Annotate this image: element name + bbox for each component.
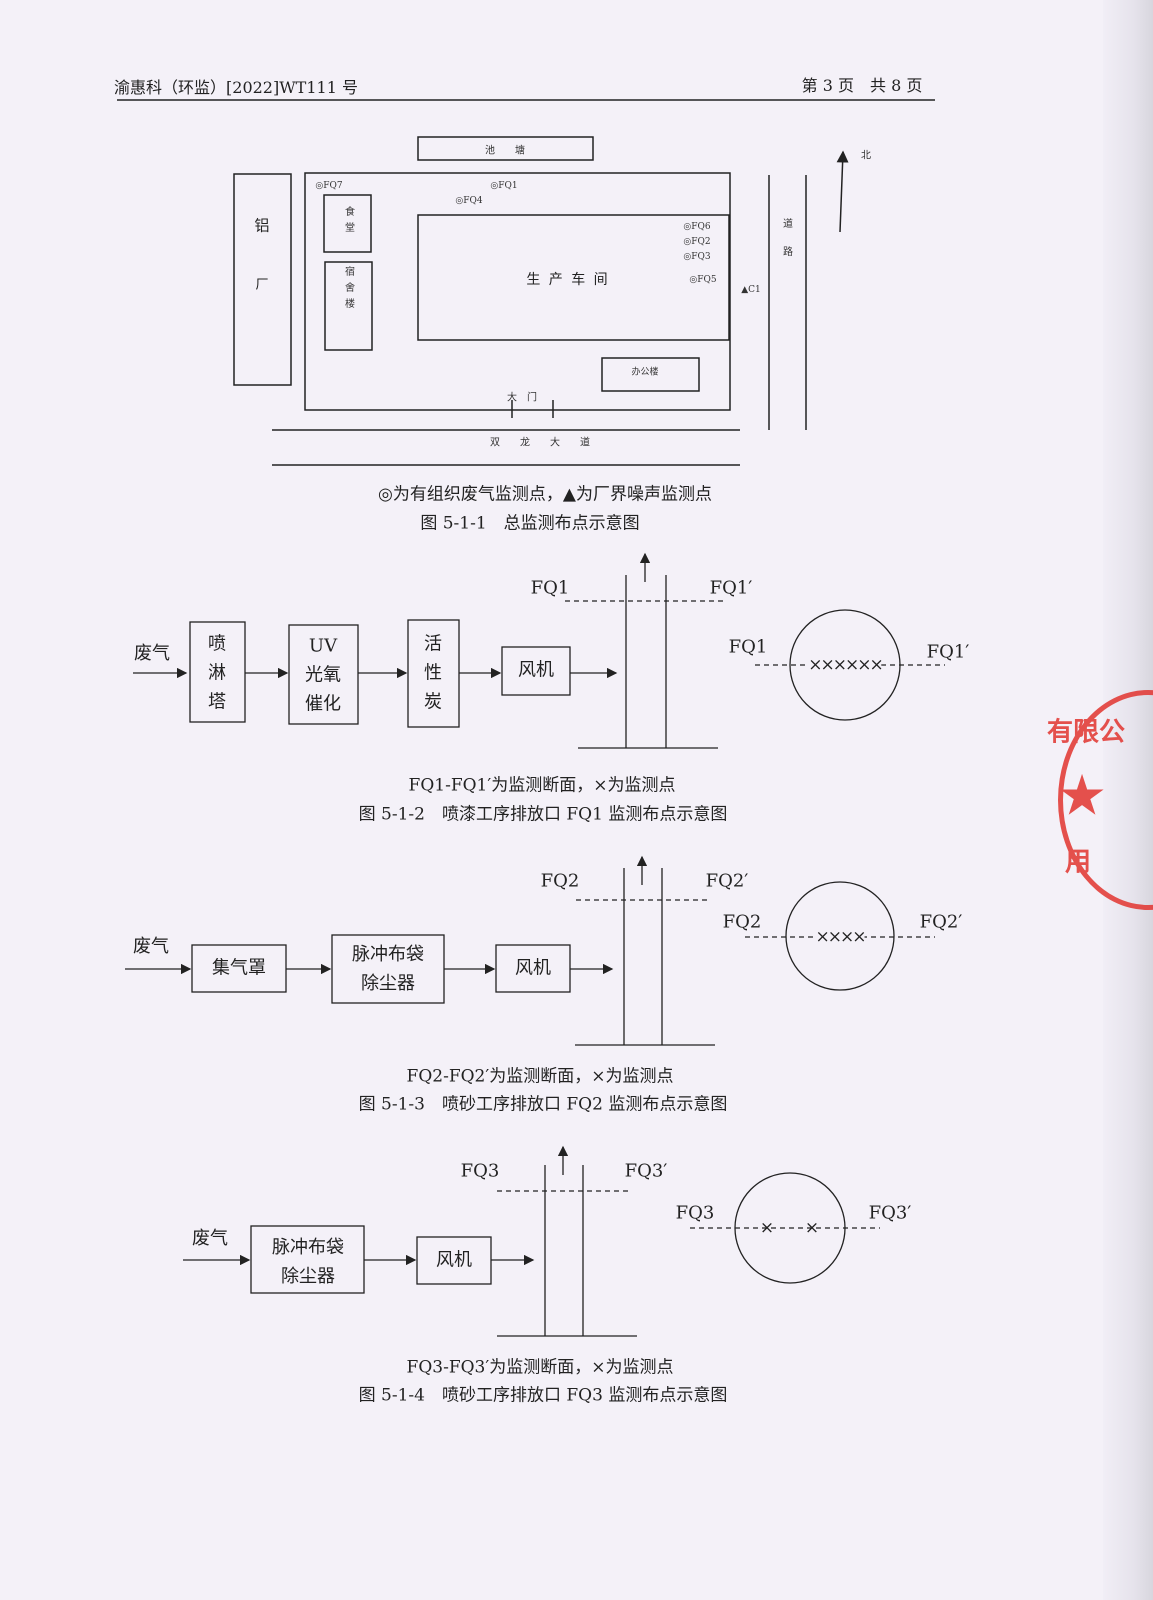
point-fq7: ◎FQ7	[315, 181, 343, 191]
fig2-note: FQ1-FQ1′为监测断面，×为监测点	[408, 775, 676, 796]
fig3-note: FQ2-FQ2′为监测断面，×为监测点	[406, 1066, 674, 1087]
aluminum-plant-label: 铝	[254, 216, 270, 235]
fig4-input-label: 废气	[192, 1228, 228, 1249]
fig2-sampling-points: ××××××	[808, 655, 884, 675]
dormitory-label: 宿舍楼	[342, 266, 354, 314]
fig3-sampling-points: ××××	[815, 927, 866, 947]
fig3-lines	[125, 855, 935, 1046]
fig4-note: FQ3-FQ3′为监测断面，×为监测点	[406, 1357, 674, 1378]
fig2-section-right: FQ1′	[709, 577, 753, 599]
seal-text-top: 有限公	[1046, 717, 1126, 748]
plant-label: 厂	[255, 277, 269, 293]
point-fq6: ◎FQ6	[683, 222, 711, 232]
gate-label: 大 门	[507, 392, 537, 404]
fig3-caption: 图 5-1-3 喷砂工序排放口 FQ2 监测布点示意图	[358, 1094, 728, 1115]
fig4-circle-left: FQ3	[675, 1202, 715, 1224]
fig3-section-left: FQ2	[540, 870, 580, 892]
fig3-circle-left: FQ2	[722, 911, 762, 933]
fig2-section-left: FQ1	[530, 577, 570, 599]
page-info: 第 3 页 共 8 页	[801, 76, 923, 95]
fig4-fan: 风机	[436, 1249, 472, 1271]
fig4-lines	[183, 1145, 880, 1337]
fig4-section-right: FQ3′	[624, 1160, 668, 1182]
fig3-bag-filter: 脉冲布袋除尘器	[352, 944, 424, 994]
fig3-section-right: FQ2′	[705, 870, 749, 892]
office-label: 办公楼	[631, 367, 659, 378]
site-map	[233, 136, 849, 466]
fig1-caption: 图 5-1-1 总监测布点示意图	[420, 513, 640, 534]
fig4-sampling-point-1: ×	[759, 1218, 775, 1238]
point-fq1: ◎FQ1	[490, 181, 518, 191]
fig3-input-label: 废气	[133, 936, 169, 957]
fig2-caption: 图 5-1-2 喷漆工序排放口 FQ1 监测布点示意图	[358, 804, 728, 825]
fig3-fan: 风机	[515, 957, 551, 979]
fig4-sampling-point-2: ×	[804, 1218, 820, 1238]
seal-star-icon: ★	[1059, 765, 1105, 825]
avenue-label: 双 龙 大 道	[490, 437, 590, 449]
fig2-circle-right: FQ1′	[926, 641, 970, 663]
fig2-spray-tower: 喷淋塔	[208, 633, 226, 713]
company-seal: 有限公 ★ 用	[1047, 690, 1153, 910]
road-label: 道路	[780, 218, 792, 274]
fig2-input-label: 废气	[134, 643, 170, 664]
document-number: 渝惠科（环监）[2022]WT111 号	[114, 78, 358, 97]
fig2-circle-left: FQ1	[728, 636, 768, 658]
pond-label: 池 塘	[485, 145, 525, 157]
seal-text-bottom: 用	[1064, 847, 1092, 878]
fig2-uv-oxidation: UV光氧催化	[305, 635, 341, 715]
fig2-fan: 风机	[518, 659, 554, 681]
fig4-bag-filter: 脉冲布袋除尘器	[272, 1237, 344, 1287]
fig3-hood: 集气罩	[212, 957, 266, 979]
canteen-label: 食堂	[342, 206, 354, 238]
point-fq2: ◎FQ2	[683, 237, 711, 247]
workshop-label: 生 产 车 间	[526, 272, 610, 288]
point-fq4: ◎FQ4	[455, 196, 483, 206]
fig4-circle-right: FQ3′	[868, 1202, 912, 1224]
point-fq3: ◎FQ3	[683, 252, 711, 262]
point-fq5: ◎FQ5	[689, 275, 717, 285]
fig3-circle-right: FQ2′	[919, 911, 963, 933]
fig4-section-left: FQ3	[460, 1160, 500, 1182]
fig2-activated-carbon: 活性炭	[424, 633, 442, 713]
north-label: 北	[861, 150, 871, 162]
fig4-caption: 图 5-1-4 喷砂工序排放口 FQ3 监测布点示意图	[358, 1385, 728, 1406]
fig1-legend: ◎为有组织废气监测点，▲为厂界噪声监测点	[378, 484, 712, 505]
noise-point-c1: ▲C1	[741, 285, 761, 295]
